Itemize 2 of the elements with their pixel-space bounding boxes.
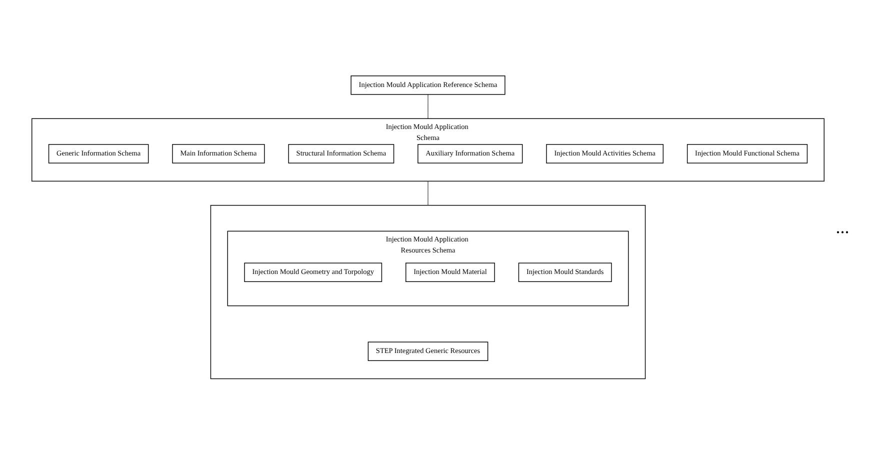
ellipsis-label: ... xyxy=(836,216,850,238)
cluster xyxy=(210,204,646,379)
